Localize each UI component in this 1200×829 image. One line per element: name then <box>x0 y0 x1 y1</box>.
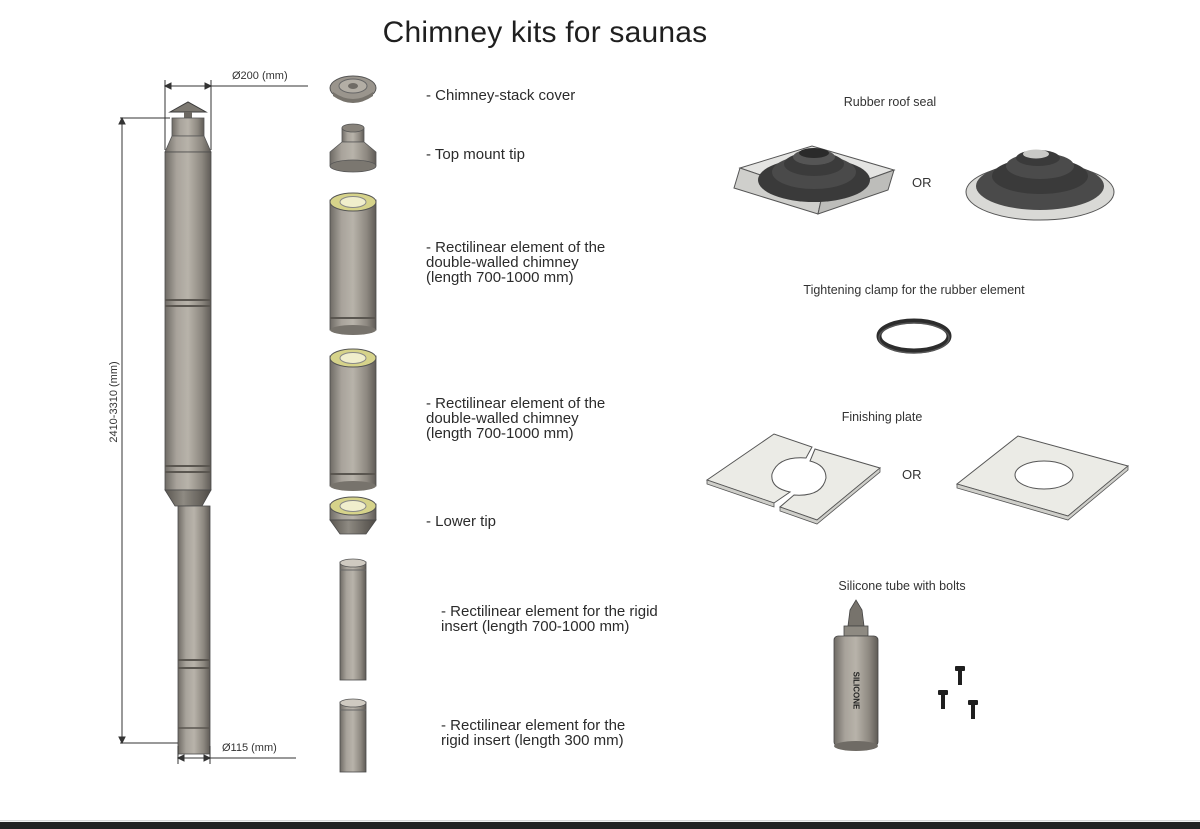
assembled-chimney <box>164 101 212 755</box>
rigid-insert-short-part <box>339 698 367 773</box>
double-wall-element-2-part <box>329 348 377 491</box>
page-title: Chimney kits for saunas <box>382 16 708 49</box>
rubber-roof-seal-square <box>733 145 896 215</box>
silicone-tube <box>833 599 879 751</box>
top-mount-tip-part <box>329 123 377 173</box>
rigid-insert-long-part <box>339 558 367 681</box>
rubber-roof-seal-round <box>965 149 1115 221</box>
top-diameter-label: Ø200 (mm) <box>232 70 288 82</box>
bolts <box>938 666 978 719</box>
or-label-1: OR <box>912 175 932 190</box>
label-lower-tip: - Lower tip <box>426 513 497 530</box>
finishing-plate-solid <box>955 435 1130 521</box>
label-double-wall-element-2: - Rectilinear element of the double-wall… <box>426 395 606 442</box>
label-tightening-clamp: Tightening clamp for the rubber element <box>803 283 1025 297</box>
label-chimney-stack-cover: - Chimney-stack cover <box>426 87 576 104</box>
label-double-wall-element-1: - Rectilinear element of the double-wall… <box>426 239 606 286</box>
chimney-stack-cover-part <box>329 75 377 103</box>
bottom-diameter-label: Ø115 (mm) <box>222 742 277 754</box>
label-rigid-insert-long: - Rectilinear element for the rigid inse… <box>441 603 658 635</box>
or-label-2: OR <box>902 467 922 482</box>
lower-tip-part <box>329 496 377 535</box>
double-wall-element-1-part <box>329 192 377 335</box>
tightening-clamp <box>876 318 952 354</box>
label-silicone-tube: Silicone tube with bolts <box>838 579 966 593</box>
label-finishing-plate: Finishing plate <box>841 410 923 424</box>
height-label: 2410-3310 (mm) <box>108 361 120 443</box>
label-rigid-insert-short: - Rectilinear element for the rigid inse… <box>441 717 626 749</box>
dimension-lines <box>118 80 308 764</box>
label-top-mount-tip: - Top mount tip <box>426 146 525 163</box>
finishing-plate-split <box>705 433 882 525</box>
bottom-bar <box>0 822 1200 829</box>
silicone-tube-print: SILICONE <box>851 671 861 710</box>
label-rubber-roof-seal: Rubber roof seal <box>843 95 937 109</box>
